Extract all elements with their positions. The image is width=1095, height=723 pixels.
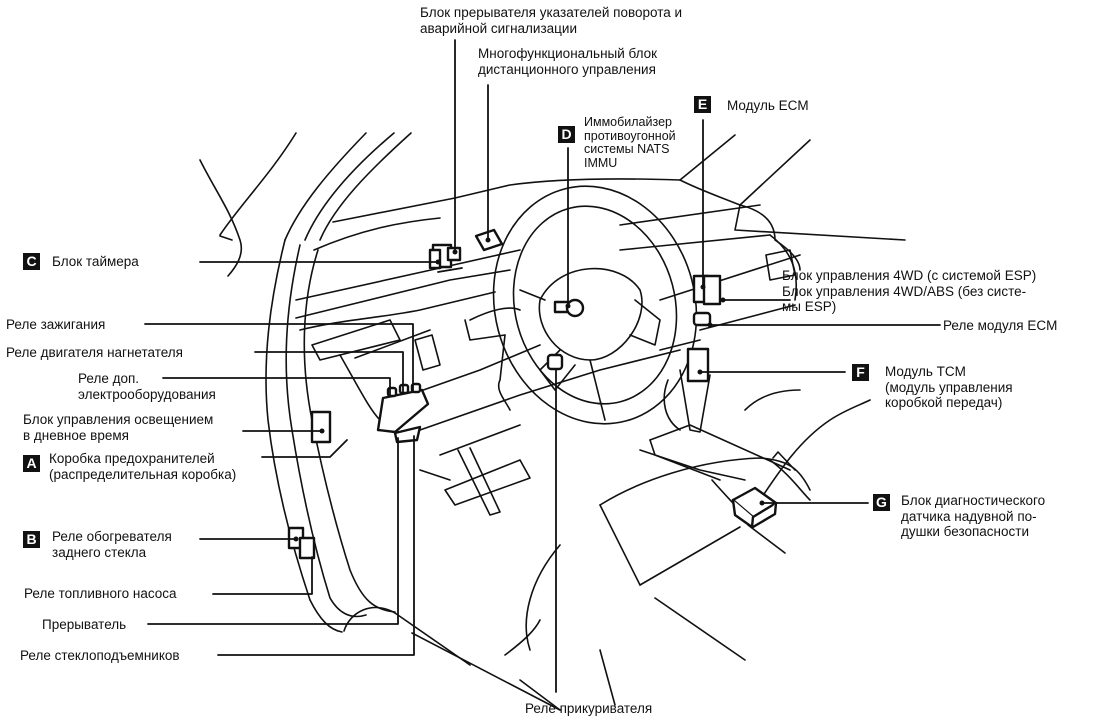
label-turn-signal-flasher: Блок прерывателя указателей поворота и а… [420, 5, 683, 36]
label-fuse-box: Коробка предохранителей (распределительн… [49, 451, 237, 482]
badge-a: A [23, 455, 40, 472]
component-rear-defogger [287, 526, 316, 560]
badge-f: F [852, 364, 869, 381]
component-daytime-light [310, 410, 332, 444]
label-ecm-relay: Реле модуля ECM [943, 318, 1058, 333]
label-rear-defogger-relay: Реле обогревателя заднего стекла [52, 529, 172, 560]
leader-lines [144, 39, 941, 693]
label-immobilizer: Иммобилайзер противоугонной системы NATS… [584, 115, 676, 170]
label-airbag-diagnosis-unit: Блок диагностического датчика надувной п… [901, 493, 1046, 539]
label-power-window-relay: Реле стеклоподъемников [20, 648, 180, 663]
badge-c: C [23, 253, 40, 270]
label-blower-relay: Реле двигателя нагнетателя [6, 345, 183, 360]
component-ecm-relay [692, 311, 712, 327]
badge-e: E [694, 96, 711, 113]
component-ecm [692, 274, 722, 306]
label-ecm-module: Модуль ECM [727, 98, 809, 113]
badge-d: D [558, 126, 575, 143]
label-timer-unit: Блок таймера [52, 254, 139, 269]
label-accessory-relay: Реле доп. электрооборудования [78, 371, 216, 402]
label-circuit-breaker: Прерыватель [42, 617, 127, 632]
component-lighter-relay [546, 353, 564, 371]
a-pillar [219, 132, 561, 711]
center-console [639, 369, 871, 501]
label-multifunction-remote: Многофункциональный блок дистанционного … [478, 46, 658, 77]
steering-wheel [464, 185, 698, 425]
component-airbag-diagnosis [731, 486, 778, 529]
seat [504, 451, 811, 711]
component-timer-unit [428, 248, 442, 270]
badge-b: B [23, 531, 40, 548]
side-window [199, 159, 243, 277]
label-daytime-light-unit: Блок управления освещением в дневное вре… [23, 412, 214, 443]
badge-g: G [873, 494, 890, 511]
label-fuel-pump-relay: Реле топливного насоса [24, 586, 177, 601]
component-tcm [686, 347, 710, 383]
label-tcm-module: Модуль TCM (модуль управления коробкой п… [885, 364, 1013, 410]
label-4wd-control: Блок управления 4WD (с системой ESP) Бло… [782, 268, 1037, 314]
label-ignition-relay: Реле зажигания [6, 317, 106, 332]
label-cigarette-lighter-relay: Реле прикуривателя [525, 701, 653, 716]
